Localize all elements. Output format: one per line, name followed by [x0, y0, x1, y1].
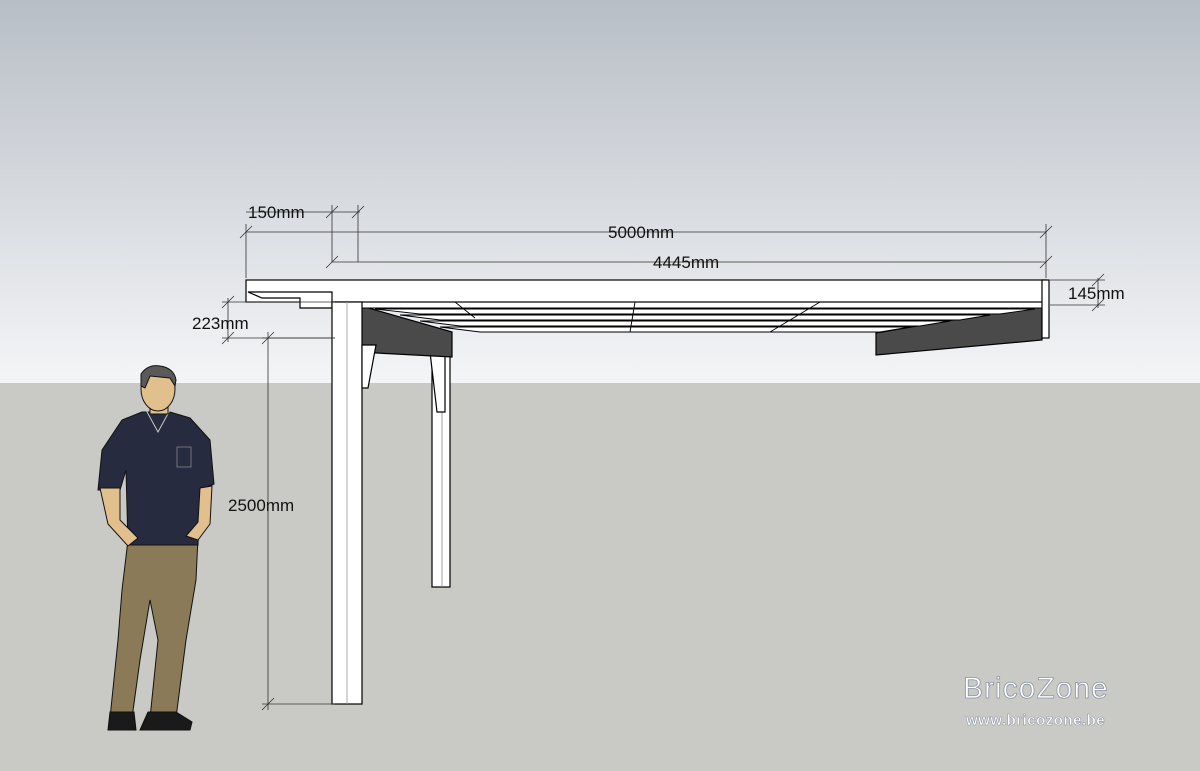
- right-arm: [185, 485, 213, 541]
- dimension-lines: [221, 205, 1105, 711]
- dimension-label-span-length: 4445mm: [653, 253, 719, 272]
- hair: [140, 365, 177, 389]
- shirt: [97, 411, 215, 546]
- rafter-tail: [247, 291, 333, 309]
- top-beam: [245, 279, 1047, 303]
- watermark-url: www.bricozone.be: [965, 712, 1105, 729]
- pergola-structure: [245, 279, 1050, 705]
- roof-slats: [359, 301, 1044, 333]
- left-shoe: [107, 711, 137, 731]
- dimension-label-post-height: 2500mm: [228, 496, 294, 515]
- right-shoe: [139, 711, 193, 731]
- dimension-label-total-length: 5000mm: [608, 223, 674, 242]
- left-arm: [99, 487, 139, 547]
- dimension-label-beam-height-front: 145mm: [1068, 284, 1125, 303]
- front-bracket: [361, 344, 377, 389]
- watermark-brand: BricoZone: [963, 672, 1109, 705]
- end-cap: [1041, 279, 1050, 339]
- pants: [109, 537, 199, 719]
- dimension-label-beam-height-rear: 223mm: [192, 314, 249, 333]
- dimension-label-overhang: 150mm: [248, 203, 305, 222]
- person-figure: [97, 365, 215, 731]
